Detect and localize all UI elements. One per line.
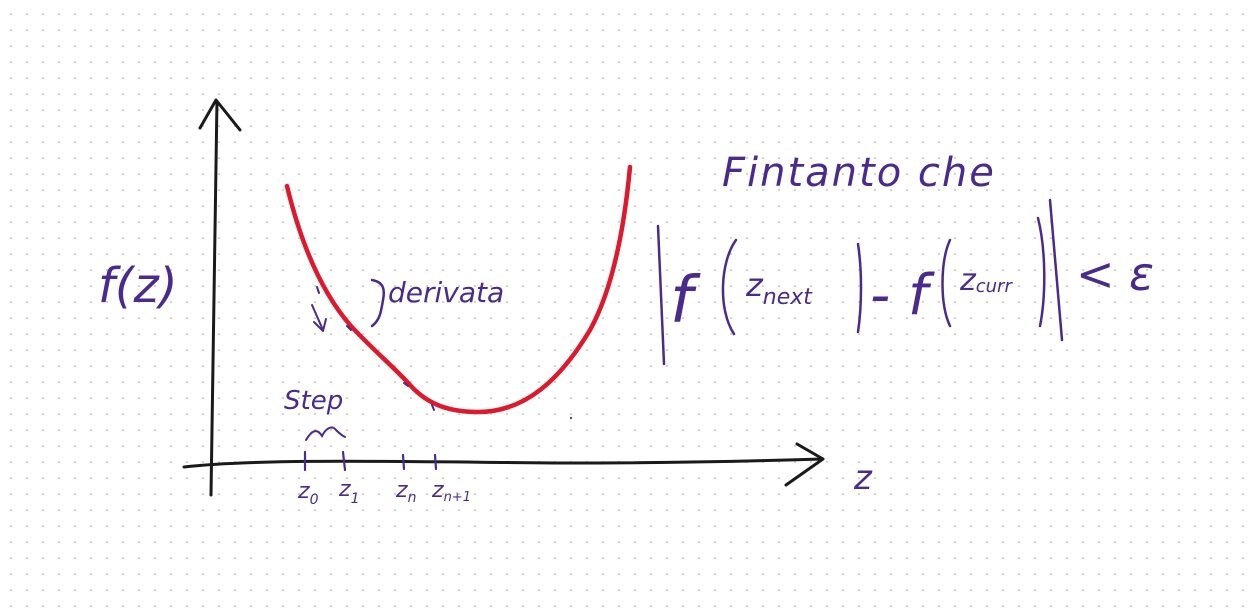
paren-right-2 bbox=[1036, 216, 1046, 328]
x-axis-label: z bbox=[853, 458, 873, 498]
tick-label-zn1-main: z bbox=[431, 478, 444, 503]
stray-dot bbox=[569, 416, 573, 420]
x-axis-line bbox=[182, 457, 824, 469]
formula-z-next: znext bbox=[745, 266, 813, 310]
y-axis-label: f(z) bbox=[98, 258, 178, 314]
curve-mark-2 bbox=[346, 325, 352, 331]
tick-zn bbox=[401, 453, 406, 471]
tick-label-z0: z0 bbox=[297, 479, 319, 508]
formula-f-left: f bbox=[670, 264, 701, 338]
tick-label-zn-sub: n bbox=[408, 490, 417, 506]
tick-label-z1-sub: 1 bbox=[351, 491, 360, 507]
curve-step-marks bbox=[316, 286, 435, 411]
tick-label-zn-main: z bbox=[395, 478, 408, 503]
curve-mark-1 bbox=[316, 286, 320, 294]
derivative-arrow-head-icon bbox=[313, 318, 327, 332]
tick-label-z0-sub: 0 bbox=[310, 492, 319, 508]
step-label: Step bbox=[284, 386, 343, 416]
curve-mark-3 bbox=[403, 382, 409, 387]
x-axis-arrow-icon bbox=[784, 442, 825, 487]
step-brace bbox=[305, 426, 346, 441]
tick-label-z1-main: z bbox=[338, 477, 351, 502]
derivative-arrow bbox=[311, 304, 327, 332]
curve-mark-4 bbox=[431, 404, 435, 411]
function-curve bbox=[284, 164, 633, 415]
formula-less-than-epsilon: < ε bbox=[1076, 247, 1154, 301]
derivative-bracket bbox=[370, 278, 386, 328]
condition-formula: f znext - f zcurr < ε bbox=[656, 198, 1154, 366]
abs-bar-left bbox=[656, 224, 666, 366]
axes bbox=[182, 98, 825, 497]
tick-label-z1: z1 bbox=[338, 477, 359, 507]
tick-label-z0-main: z bbox=[297, 479, 310, 504]
tick-label-zn1-sub: n+1 bbox=[444, 490, 471, 505]
formula-z-next-sub: next bbox=[763, 285, 813, 310]
derivative-label: derivata bbox=[388, 276, 504, 309]
abs-bar-right bbox=[1048, 198, 1064, 342]
condition-title: Fintanto che bbox=[722, 150, 996, 196]
formula-z-curr: zcurr bbox=[959, 263, 1013, 298]
y-axis-line bbox=[209, 100, 219, 497]
paren-left-1 bbox=[721, 238, 738, 336]
tick-z1 bbox=[341, 450, 347, 472]
formula-z-curr-main: z bbox=[959, 263, 977, 298]
x-ticks bbox=[303, 450, 438, 472]
formula-z-curr-sub: curr bbox=[976, 276, 1014, 297]
tick-label-zn1: zn+1 bbox=[431, 478, 471, 505]
y-axis-arrow-icon bbox=[198, 98, 242, 132]
tick-zn1 bbox=[433, 453, 438, 471]
paren-right-1 bbox=[856, 242, 863, 334]
paren-left-2 bbox=[941, 238, 952, 328]
formula-minus-f: - f bbox=[870, 263, 935, 328]
formula-z-next-main: z bbox=[745, 266, 764, 304]
tick-label-zn: zn bbox=[395, 478, 416, 506]
derivative-arrow-shaft bbox=[311, 304, 324, 331]
